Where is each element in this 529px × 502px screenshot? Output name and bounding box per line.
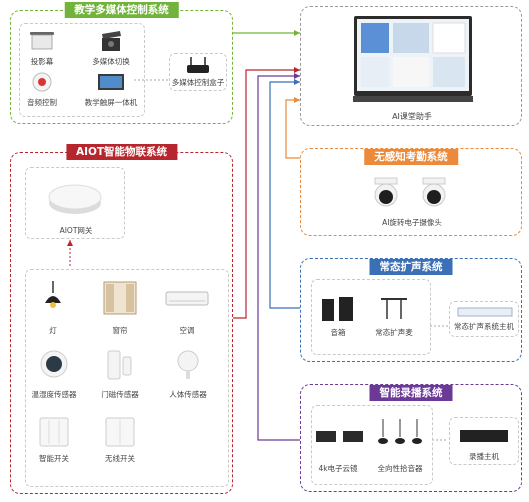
aiot-title: AIOT智能物联系统 — [65, 144, 178, 160]
recording-item-label: 4k电子云镜 — [318, 464, 358, 473]
pa-panel: 常态扩声系统 音箱 常态扩声麦 常态扩声系统主机 — [300, 258, 522, 362]
lamp-icon — [45, 281, 61, 308]
thermo-hygro-sensor-icon — [40, 350, 68, 378]
speaker-icon — [322, 297, 353, 321]
pa-host-icon — [457, 307, 513, 317]
recording-host-frame — [449, 417, 519, 465]
motion-sensor-icon — [177, 350, 199, 379]
control-box-icon — [187, 57, 209, 73]
recording-devices-frame — [311, 405, 433, 485]
assistant-panel: AI课堂助手 — [300, 6, 522, 126]
gateway-label: AIOT网关 — [59, 226, 93, 235]
control-box-label: 多媒体控制盒子 — [171, 78, 225, 87]
line-aiot — [233, 69, 300, 319]
aiot-panel: AIOT智能物联系统 AIOT网关 灯 窗帘 空调 温湿度传感器 门磁传感器 人… — [10, 144, 233, 494]
recording-item-label: 全向性拾音器 — [377, 464, 423, 473]
touch-screen-icon — [98, 74, 124, 90]
wireless-switch-icon — [105, 417, 135, 447]
device-label: 无线开关 — [105, 454, 135, 463]
ceiling-mic-icon — [381, 298, 407, 319]
audio-control-icon — [32, 72, 52, 92]
pa-item-label: 常态扩声麦 — [375, 328, 413, 337]
multimedia-item-label: 投影幕 — [30, 57, 54, 66]
pa-title: 常态扩声系统 — [369, 259, 453, 275]
device-label: 空调 — [179, 326, 195, 335]
ptz-camera-icon — [422, 177, 446, 207]
device-label: 智能开关 — [39, 454, 69, 463]
camera-label: AI旋转电子摄像头 — [382, 218, 442, 227]
ptz-lens-camera-icon — [316, 431, 363, 442]
device-label: 灯 — [49, 326, 57, 335]
recording-panel: 智能录播系统 4k电子云镜 全向性拾音器 录播主机 — [300, 384, 522, 492]
recording-title: 智能录播系统 — [369, 385, 453, 401]
attendance-panel: 无感知考勤系统 AI旋转电子摄像头 — [300, 148, 522, 236]
pa-item-label: 常态扩声系统主机 — [454, 322, 514, 331]
device-label: 门磁传感器 — [101, 390, 139, 399]
device-label: 人体传感器 — [169, 390, 207, 399]
curtain-icon — [103, 281, 137, 315]
multimedia-item-label: 音频控制 — [27, 98, 57, 107]
attendance-title: 无感知考勤系统 — [364, 149, 458, 165]
gateway-frame — [25, 167, 125, 239]
ptz-camera-icon — [374, 177, 398, 207]
projection-screen-icon — [30, 32, 54, 50]
door-sensor-icon — [107, 350, 132, 380]
line-recording — [257, 75, 300, 441]
aiot-devices-frame — [25, 269, 229, 487]
recording-item-label: 录播主机 — [469, 452, 499, 461]
device-label: 温湿度传感器 — [31, 390, 77, 399]
multimedia-title: 教学多媒体控制系统 — [64, 2, 179, 18]
assistant-label: AI课堂助手 — [392, 112, 432, 121]
media-switch-icon — [102, 31, 121, 51]
air-conditioner-icon — [165, 291, 209, 306]
pa-devices-frame — [311, 279, 431, 355]
line-pa — [269, 81, 300, 309]
multimedia-items-box — [19, 23, 145, 117]
gateway-icon — [48, 184, 102, 214]
smart-board-icon — [353, 16, 473, 102]
omni-mic-icon — [378, 419, 422, 444]
multimedia-item-label: 教学触屏一体机 — [84, 98, 138, 107]
pa-host-frame — [449, 301, 519, 337]
recording-host-icon — [460, 430, 508, 442]
multimedia-panel: 教学多媒体控制系统 投影幕 多媒体切换 音频控制 教学触屏一体机 多媒体控制盒子 — [10, 2, 233, 124]
pa-item-label: 音箱 — [330, 328, 346, 337]
smart-switch-icon — [39, 417, 69, 447]
line-attendance — [285, 99, 300, 159]
multimedia-box-frame — [169, 53, 227, 91]
multimedia-item-label: 多媒体切换 — [92, 57, 130, 66]
device-label: 窗帘 — [112, 326, 128, 335]
